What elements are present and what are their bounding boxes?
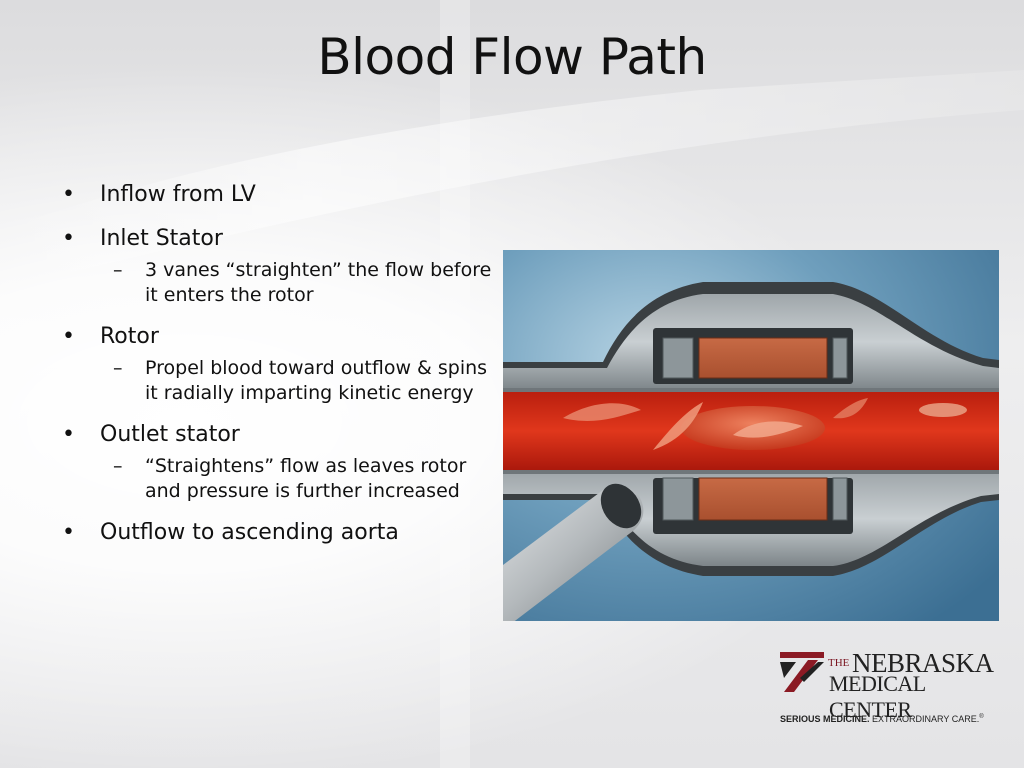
bullet-list: •Inflow from LV•Inlet Stator–3 vanes “st… (62, 180, 502, 562)
sub-bullet-glyph: – (113, 259, 123, 281)
sub-bullet-text: Propel blood toward outflow & spins it r… (145, 357, 488, 404)
bullet-text: Inlet Stator (100, 226, 223, 251)
bullet-glyph: • (62, 324, 75, 349)
sub-bullet-item: –“Straightens” flow as leaves rotor and … (100, 454, 502, 504)
logo-line1: NEBRASKA (852, 648, 994, 678)
logo-line2: MEDICAL CENTER (829, 671, 925, 722)
bullet-item: • Rotor –Propel blood toward outflow & spi… (62, 322, 502, 406)
sub-bullet-list: –“Straightens” flow as leaves rotor and … (100, 454, 502, 504)
sub-bullet-glyph: – (113, 357, 123, 379)
bullet-glyph: • (62, 182, 75, 207)
bullet-text: Inflow from LV (100, 182, 256, 207)
sub-bullet-text: 3 vanes “straighten” the flow before it … (145, 259, 492, 306)
sub-bullet-item: –Propel blood toward outflow & spins it … (100, 356, 502, 406)
sub-bullet-list: –3 vanes “straighten” the flow before it… (100, 258, 502, 308)
bullet-item: • Inlet Stator –3 vanes “straighten” the f… (62, 224, 502, 308)
sub-bullet-item: –3 vanes “straighten” the flow before it… (100, 258, 502, 308)
logo-the: THE (828, 657, 850, 669)
sub-bullet-list: –Propel blood toward outflow & spins it … (100, 356, 502, 406)
bullet-glyph: • (62, 226, 75, 251)
sub-bullet-text: “Straightens” flow as leaves rotor and p… (145, 455, 467, 502)
nebraska-medical-center-logo: THE NEBRASKA MEDICAL CENTER SERIOUS MEDI… (778, 648, 994, 728)
bullet-text: Rotor (100, 324, 159, 349)
tagline-mark: ® (979, 714, 984, 720)
bullet-text: Outflow to ascending aorta (100, 520, 399, 545)
bullet-item: • Inflow from LV (62, 180, 502, 210)
bullet-item: • Outflow to ascending aorta (62, 518, 502, 548)
bullet-glyph: • (62, 422, 75, 447)
bullet-item: • Outlet stator –“Straightens” flow as lea… (62, 420, 502, 504)
logo-tagline: SERIOUS MEDICINE. EXTRAORDINARY CARE.® (780, 714, 984, 724)
pump-cross-section-illustration (503, 250, 999, 621)
nmc-logo-mark-icon (780, 652, 824, 692)
bullet-glyph: • (62, 520, 75, 545)
bullet-text: Outlet stator (100, 422, 240, 447)
tagline-bold: SERIOUS MEDICINE. (780, 714, 870, 724)
sub-bullet-glyph: – (113, 455, 123, 477)
slide-title: Blood Flow Path (317, 28, 707, 86)
tagline-rest: EXTRAORDINARY CARE. (869, 714, 980, 724)
pump-cross-section-figure (503, 250, 999, 621)
